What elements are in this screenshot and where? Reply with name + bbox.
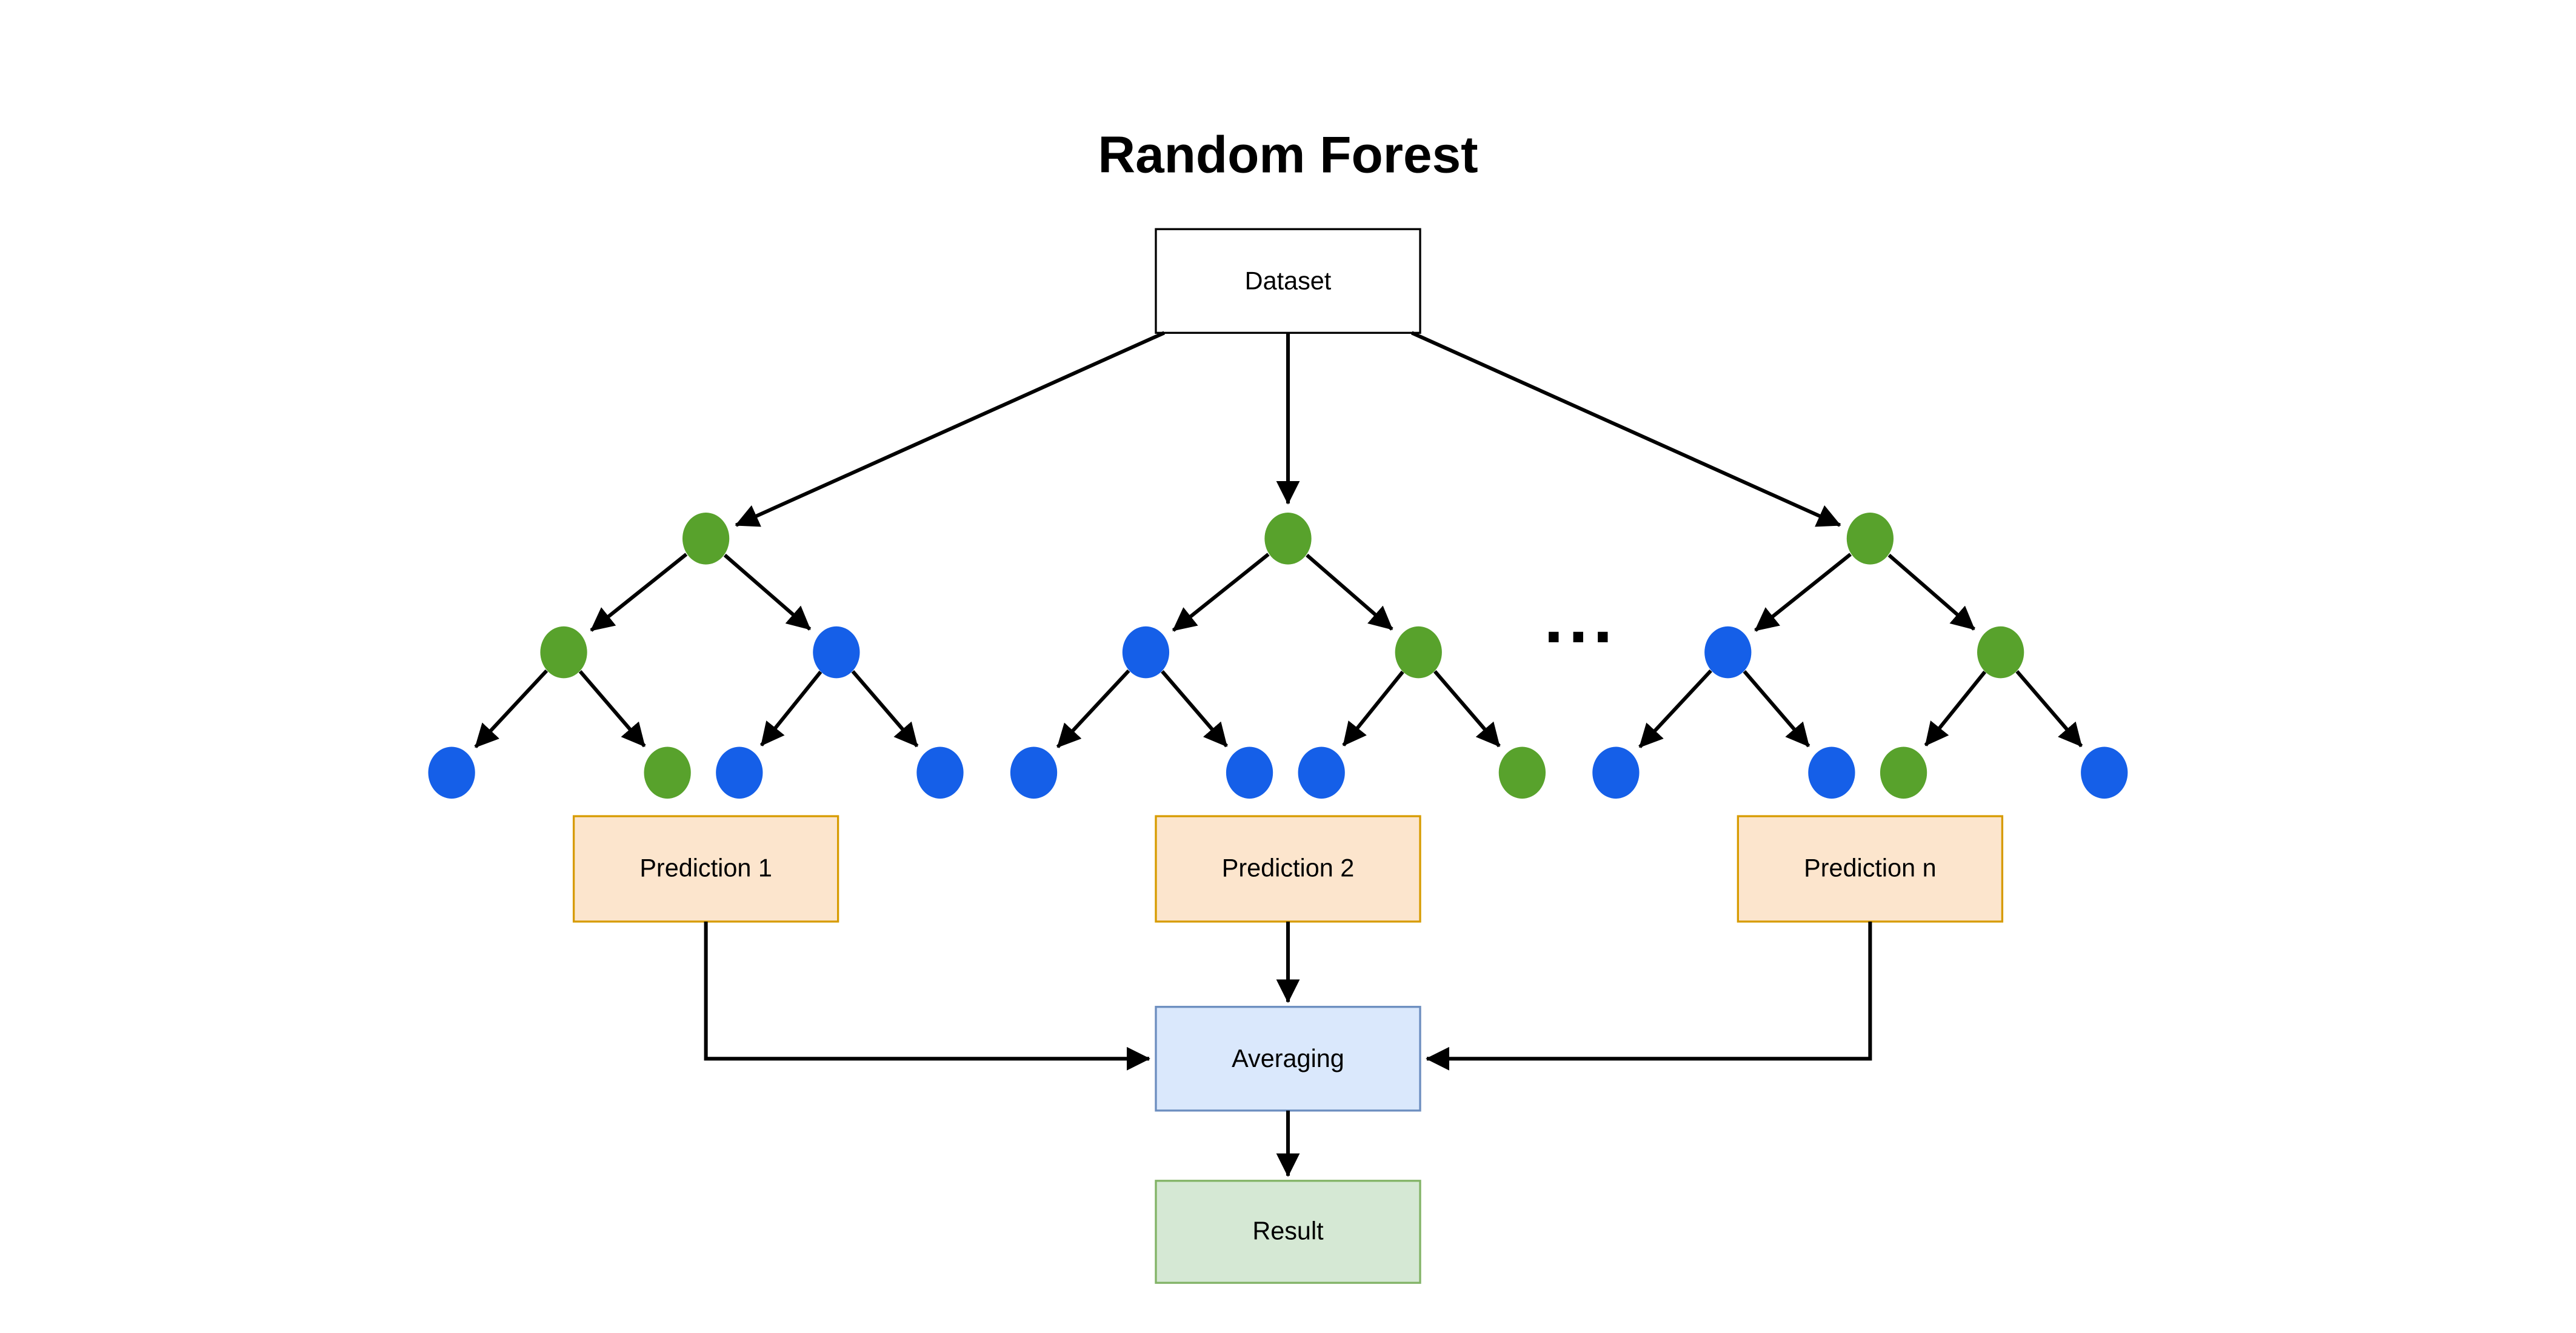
dataset-box xyxy=(1155,228,1421,334)
prediction-2-node: Prediction 2 xyxy=(1155,815,1421,923)
more-trees-ellipsis: ... xyxy=(1544,579,1617,657)
tree-1-child-node-blue xyxy=(813,626,860,679)
tree-2-leaf-node-green xyxy=(1498,746,1546,799)
tree-1-child-node-green xyxy=(540,626,587,679)
prediction-1-to-averaging-arrow xyxy=(704,921,1150,1071)
tree-edge-arrow xyxy=(578,670,646,748)
dataset-label: Dataset xyxy=(1245,267,1332,295)
tree-edge-arrow xyxy=(1887,553,1976,631)
prediction-2-label: Prediction 2 xyxy=(1222,854,1355,882)
result-box xyxy=(1155,1180,1421,1284)
tree-2-child-node-blue xyxy=(1122,626,1170,679)
tree-edge-arrow xyxy=(1754,553,1852,632)
tree-edge-arrow xyxy=(474,669,549,748)
tree-2-leaf-node-blue xyxy=(1298,746,1345,799)
tree-3-leaf-node-green xyxy=(1880,746,1927,799)
tree-2-root-node-green xyxy=(1264,513,1312,565)
tree-edge-arrow xyxy=(1743,670,1810,748)
result-node: Result xyxy=(1155,1180,1421,1284)
prediction-n-label: Prediction n xyxy=(1804,854,1937,882)
dataset-to-tree3-arrow xyxy=(1410,331,1841,527)
tree-1-leaf-node-blue xyxy=(716,746,763,799)
averaging-box xyxy=(1155,1006,1421,1112)
tree-edge-arrow xyxy=(1342,670,1404,746)
page-title: Random Forest xyxy=(1098,126,1478,184)
tree-edge-arrow xyxy=(723,553,812,631)
tree-2-child-node-green xyxy=(1395,626,1442,679)
tree-edge-arrow xyxy=(2015,670,2083,748)
tree-3-child-node-green xyxy=(1977,626,2024,679)
averaging-node: Averaging xyxy=(1155,1006,1421,1112)
tree-1-leaf-node-blue xyxy=(916,746,964,799)
tree-1-leaf-node-blue xyxy=(428,746,475,799)
tree-2-leaf-node-blue xyxy=(1226,746,1273,799)
tree-1-leaf-node-green xyxy=(644,746,691,799)
averaging-label: Averaging xyxy=(1232,1045,1344,1072)
tree-3-root-node-green xyxy=(1846,513,1894,565)
prediction-1-box xyxy=(572,815,839,923)
tree-edge-arrow xyxy=(1172,553,1270,632)
tree-2-leaf-node-blue xyxy=(1010,746,1058,799)
dataset-node: Dataset xyxy=(1155,228,1421,334)
prediction-n-to-averaging-arrow xyxy=(1426,921,1872,1071)
tree-edge-arrow xyxy=(1056,669,1130,748)
tree-edge-arrow xyxy=(1306,553,1393,631)
tree-3-leaf-node-blue xyxy=(1808,746,1855,799)
tree-3-leaf-node-blue xyxy=(1592,746,1640,799)
tree-edge-arrow xyxy=(590,553,688,632)
prediction-1-node: Prediction 1 xyxy=(572,815,839,923)
prediction-1-label: Prediction 1 xyxy=(639,854,772,882)
tree-edge-arrow xyxy=(1161,670,1229,748)
tree-3-leaf-node-blue xyxy=(2081,746,2128,799)
tree-1-root-node-green xyxy=(682,513,730,565)
dataset-to-tree1-arrow xyxy=(735,331,1166,527)
tree-edge-arrow xyxy=(851,670,919,748)
tree-edge-arrow xyxy=(1924,670,1987,746)
tree-edge-arrow xyxy=(1433,670,1501,748)
tree-3-child-node-blue xyxy=(1704,626,1752,679)
result-label: Result xyxy=(1252,1217,1324,1245)
tree-edge-arrow xyxy=(759,670,823,746)
decision-trees xyxy=(428,513,2128,799)
prediction-n-node: Prediction n xyxy=(1737,815,2004,923)
tree-edge-arrow xyxy=(1638,669,1712,748)
prediction-n-box xyxy=(1737,815,2004,923)
